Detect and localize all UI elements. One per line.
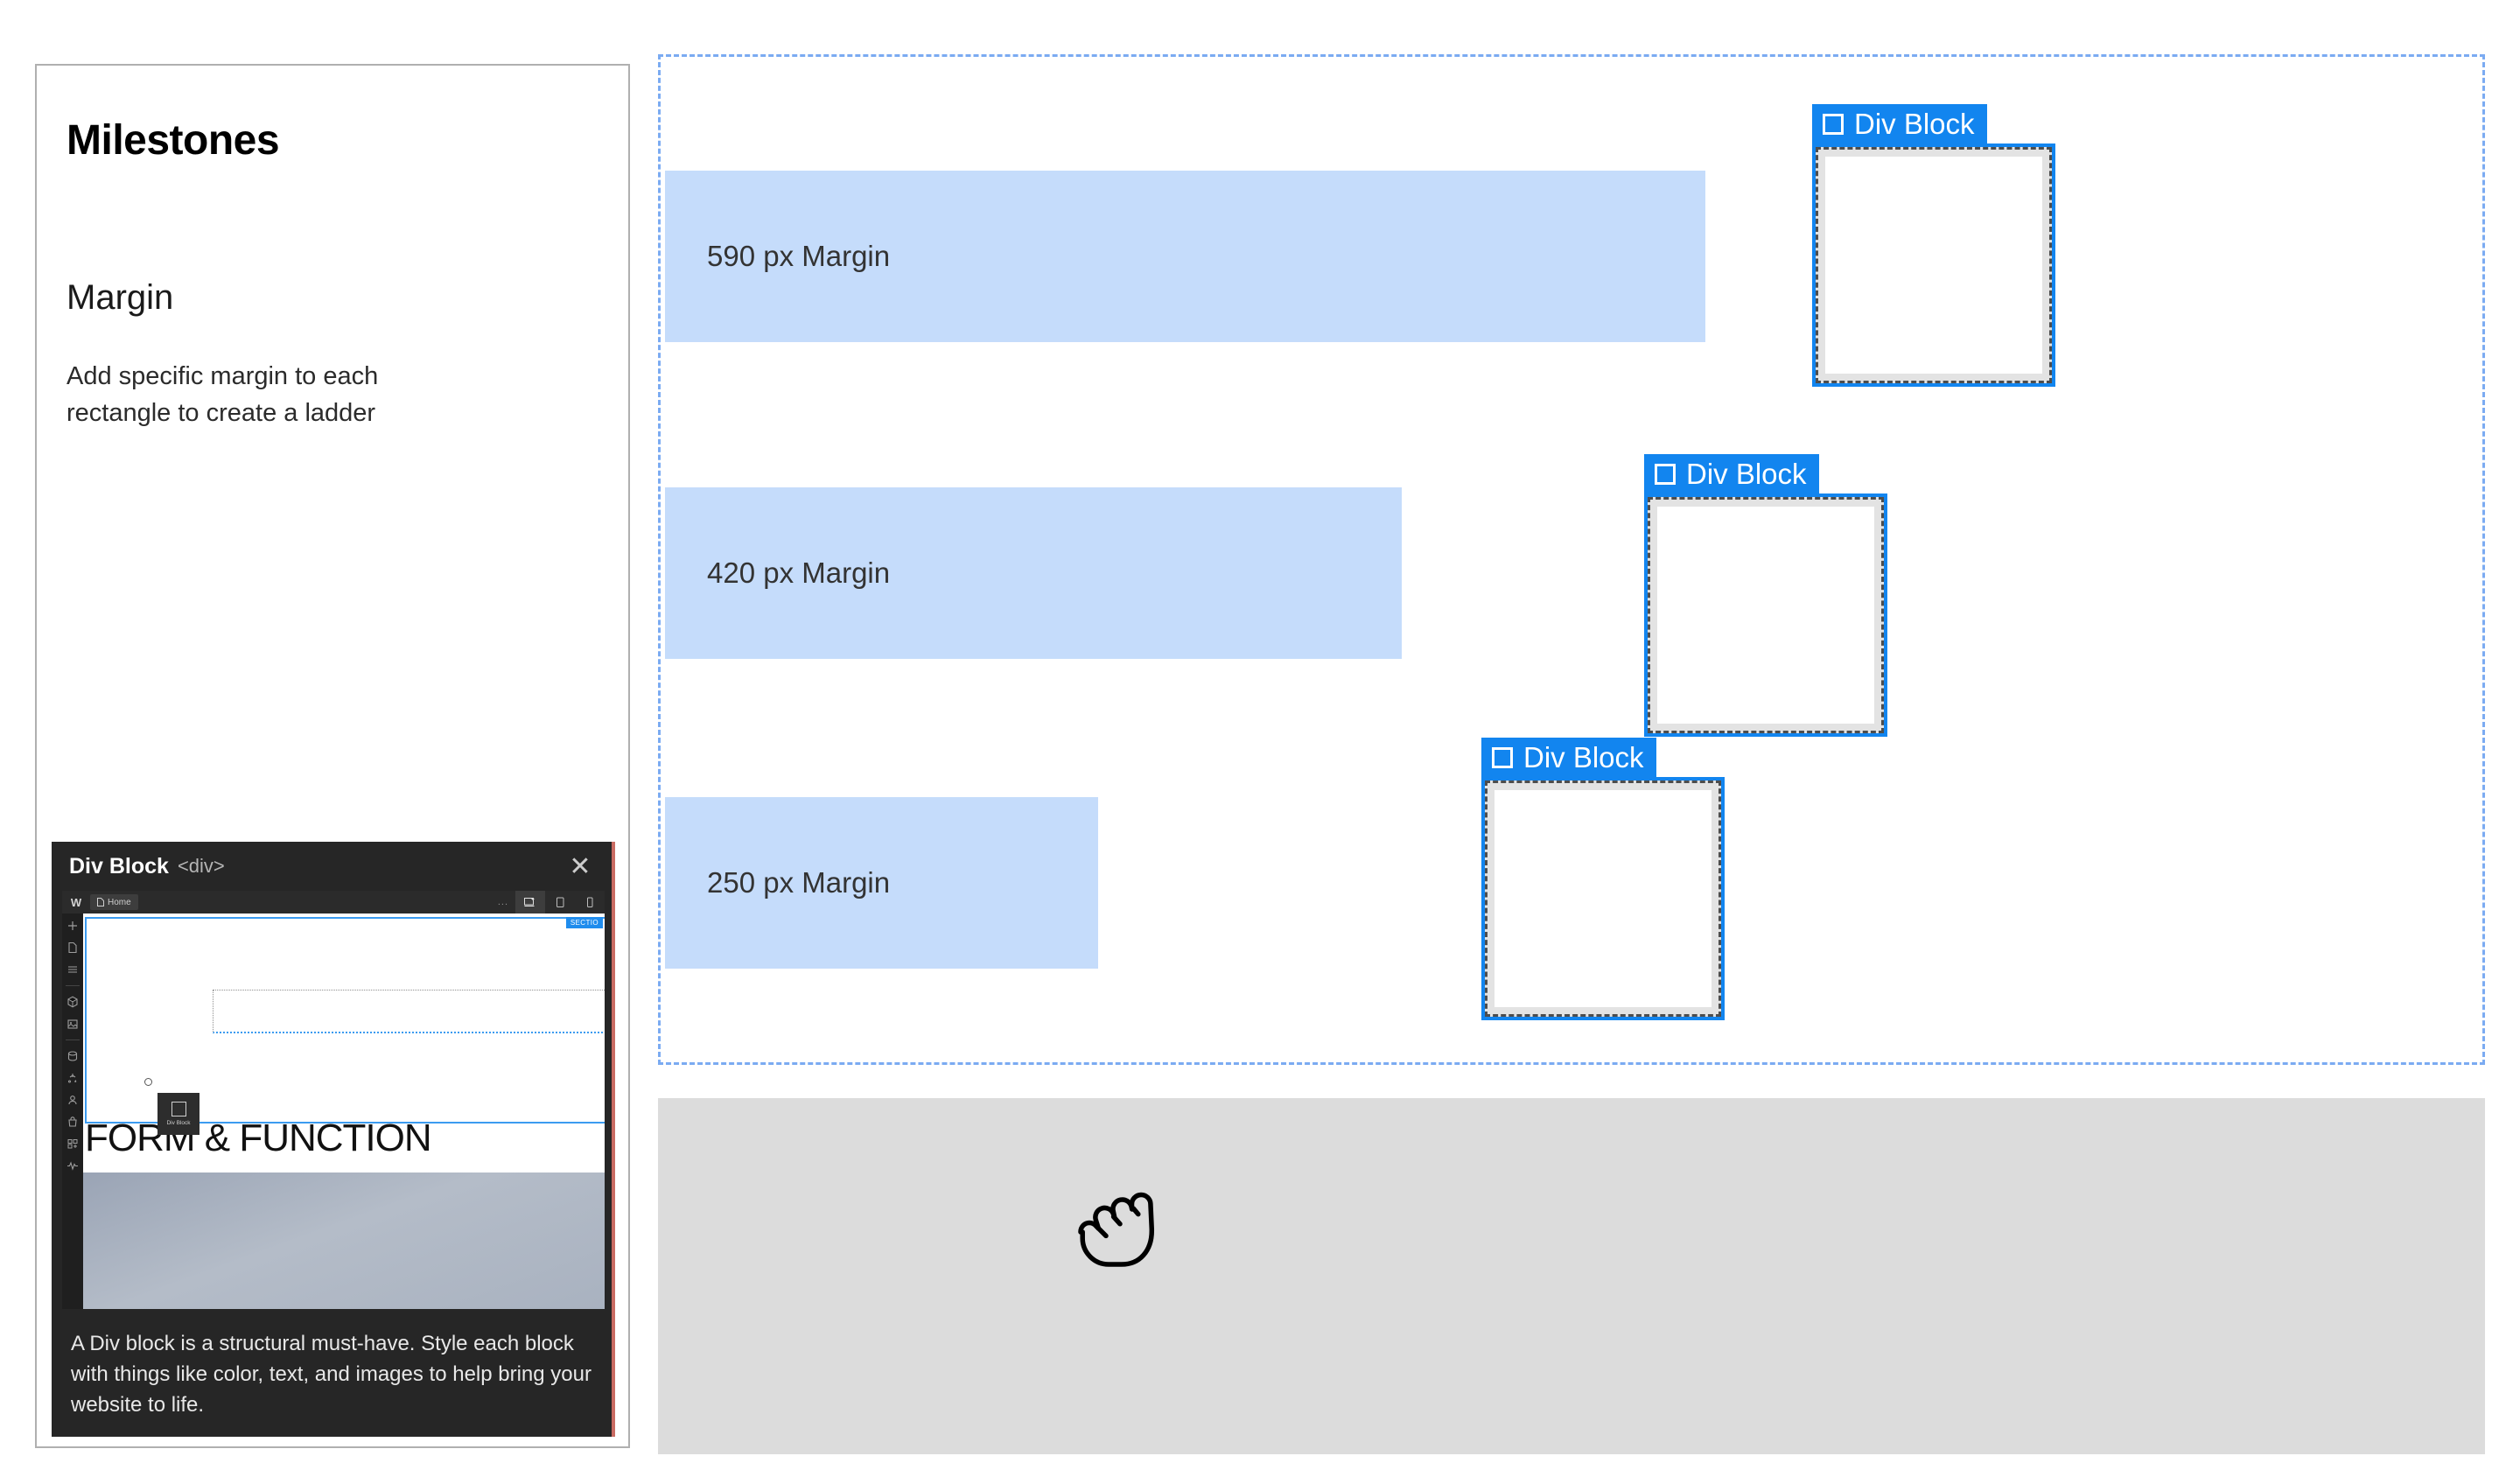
margin-label: 590 px Margin — [707, 240, 891, 272]
apps-icon[interactable] — [66, 1137, 80, 1151]
canvas-heading: FORM & FUNCTION — [85, 1116, 432, 1159]
page-chip-label: Home — [108, 897, 131, 907]
grabbing-hand-cursor — [1078, 1192, 1154, 1267]
overflow-menu-icon[interactable]: ... — [497, 897, 508, 907]
gray-section — [658, 1098, 2485, 1454]
webflow-logo-icon: W — [70, 895, 82, 909]
pages-icon[interactable] — [66, 941, 80, 955]
dropzone-outline — [213, 990, 605, 1033]
shopping-bag-icon[interactable] — [66, 1115, 80, 1129]
div-block-help-panel: Div Block <div> ✕ W Home ... — [52, 842, 615, 1437]
margin-rectangle: 420 px Margin — [665, 487, 1402, 659]
logic-icon[interactable] — [66, 1158, 80, 1172]
mobile-icon[interactable] — [575, 891, 605, 914]
help-panel-description: A Div block is a structural must-have. S… — [71, 1332, 592, 1418]
div-block-widget[interactable]: Div Block — [1644, 454, 1887, 737]
div-block-badge-label: Div Block — [1854, 108, 1975, 140]
margin-rectangle: 590 px Margin — [665, 171, 1705, 342]
selected-section-outline — [85, 917, 605, 1124]
milestones-card: Milestones Margin Add specific margin to… — [35, 64, 630, 1448]
desktop-icon[interactable] — [515, 891, 545, 914]
navigator-icon[interactable] — [66, 962, 80, 976]
div-block-inner — [1657, 507, 1874, 724]
div-block-inner — [1825, 157, 2042, 374]
div-block-inner — [1494, 790, 1712, 1007]
users-icon[interactable] — [66, 1093, 80, 1107]
div-block-square-icon — [1492, 746, 1513, 768]
webflow-topbar: W Home ... — [62, 891, 605, 914]
margin-label: 420 px Margin — [707, 556, 891, 589]
add-icon[interactable] — [66, 919, 80, 933]
drag-ghost-tile: Div Block — [158, 1093, 200, 1135]
page-icon — [97, 898, 104, 906]
div-block-box[interactable] — [1812, 144, 2055, 387]
margin-rectangle: 250 px Margin — [665, 797, 1098, 969]
div-block-badge[interactable]: Div Block — [1481, 738, 1656, 777]
div-block-widget[interactable]: Div Block — [1481, 738, 1725, 1020]
div-block-square-icon — [1823, 113, 1844, 135]
section-title: Margin — [66, 278, 174, 317]
help-panel-title: Div Block — [69, 853, 169, 878]
panel-accent-bar — [612, 842, 615, 1437]
webflow-left-toolbar — [62, 914, 83, 1309]
assets-icon[interactable] — [66, 1017, 80, 1031]
drag-ghost-label: Div Block — [166, 1120, 191, 1126]
webflow-preview-screenshot: W Home ... — [62, 891, 605, 1309]
page-chip[interactable]: Home — [90, 894, 138, 910]
section-description: Add specific margin to each rectangle to… — [66, 362, 379, 427]
toolbar-divider — [66, 985, 80, 986]
tablet-icon[interactable] — [545, 891, 575, 914]
div-block-square-icon — [1655, 463, 1676, 485]
close-icon[interactable]: ✕ — [569, 852, 592, 881]
div-block-badge-label: Div Block — [1686, 458, 1807, 490]
webflow-body: SECTIO FORM & FUNCTION Div Block — [62, 914, 605, 1309]
section-badge: SECTIO — [565, 917, 603, 928]
div-block-badge[interactable]: Div Block — [1644, 454, 1819, 494]
div-block-widget[interactable]: Div Block — [1812, 104, 2055, 387]
div-block-square-icon — [171, 1102, 186, 1116]
webflow-canvas: SECTIO FORM & FUNCTION Div Block — [83, 914, 605, 1309]
components-icon[interactable] — [66, 995, 80, 1009]
ecommerce-icon[interactable] — [66, 1071, 80, 1085]
cursor-icon — [144, 1078, 152, 1086]
div-block-badge-label: Div Block — [1523, 741, 1644, 774]
div-block-badge[interactable]: Div Block — [1812, 104, 1987, 144]
div-block-box[interactable] — [1481, 777, 1725, 1020]
cms-icon[interactable] — [66, 1049, 80, 1063]
hero-image — [83, 1172, 605, 1309]
help-panel-tag: <div> — [177, 855, 225, 877]
margin-demo-container: 590 px Margin 420 px Margin 250 px Margi… — [658, 54, 2485, 1065]
help-panel-header: Div Block <div> ✕ — [52, 842, 615, 891]
margin-label: 250 px Margin — [707, 866, 891, 899]
page-title: Milestones — [66, 117, 280, 164]
div-block-box[interactable] — [1644, 494, 1887, 737]
